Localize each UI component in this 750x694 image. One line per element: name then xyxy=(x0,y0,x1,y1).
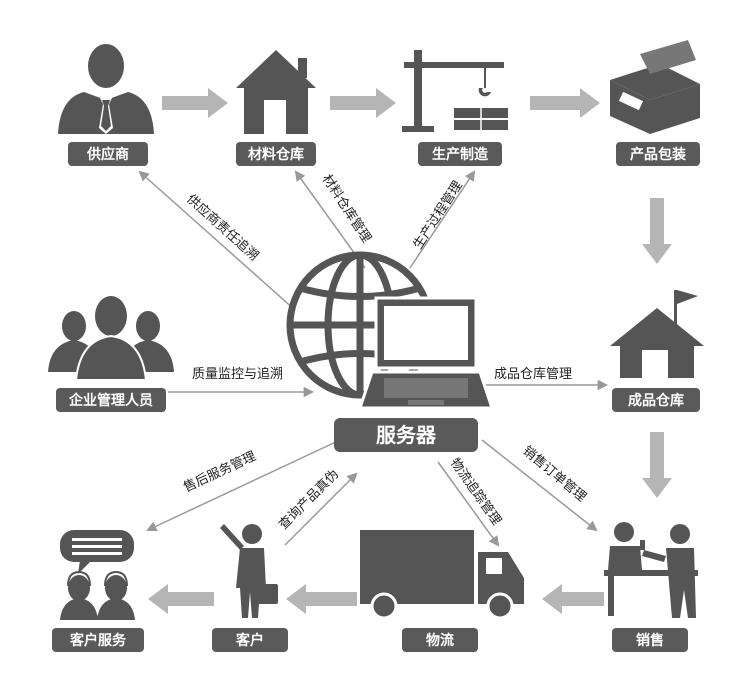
flow-arrow-material-to-production xyxy=(330,88,396,118)
flow-arrow-production-to-packaging xyxy=(530,88,600,118)
node-labels: 供应商 材料仓库 生产制造 产品包装 企业管理人员 服务器 成品仓库 客户服务 … xyxy=(52,142,700,652)
label-finished-warehouse: 成品仓库 xyxy=(628,392,684,409)
label-box-logistics xyxy=(402,628,478,652)
label-box-finished-warehouse xyxy=(612,388,700,412)
management-group-icon xyxy=(48,296,174,381)
production-crane-icon xyxy=(402,50,508,132)
connector-supplier xyxy=(138,170,296,311)
label-supplier: 供应商 xyxy=(86,146,129,163)
label-sales: 销售 xyxy=(636,632,664,649)
label-box-server xyxy=(334,418,478,452)
customer-service-icon xyxy=(60,530,135,620)
laptop-icon xyxy=(357,296,495,410)
label-logistics: 物流 xyxy=(426,632,454,649)
finished-warehouse-icon xyxy=(610,290,704,378)
label-customer-service: 客户服务 xyxy=(69,632,127,649)
material-warehouse-icon xyxy=(236,50,316,134)
sales-icon xyxy=(604,522,698,618)
connector-production xyxy=(409,170,476,269)
flow-arrow-supplier-to-material xyxy=(162,88,228,118)
label-material-warehouse: 材料仓库 xyxy=(248,146,304,163)
edge-label-production-mgmt: 生产过程管理 xyxy=(411,179,466,253)
label-customer: 客户 xyxy=(235,632,264,649)
label-box-customer-service xyxy=(52,628,144,652)
customer-icon xyxy=(220,524,278,618)
logistics-truck-icon xyxy=(360,530,524,620)
label-box-packaging xyxy=(616,142,700,166)
label-box-supplier xyxy=(68,142,148,166)
edge-label-logistics-track: 物流追踪管理 xyxy=(447,455,505,528)
packaging-box-icon xyxy=(610,40,700,134)
edge-label-quality: 质量监控与追溯 xyxy=(192,366,283,382)
flow-arrow-warehouse-to-sales xyxy=(642,432,672,498)
label-packaging: 产品包装 xyxy=(630,146,687,163)
connector-sales xyxy=(481,439,598,532)
edge-label-material-mgmt: 材料仓库管理 xyxy=(319,171,375,245)
edge-label-finished-mgmt: 成品仓库管理 xyxy=(494,366,572,382)
globe-icon xyxy=(286,251,434,399)
label-management: 企业管理人员 xyxy=(68,392,153,409)
label-server: 服务器 xyxy=(376,423,437,447)
edge-label-query: 查询产品真伪 xyxy=(276,467,342,533)
flow-arrow-packaging-to-warehouse xyxy=(642,198,672,264)
edge-label-supplier-trace: 供应商责任追溯 xyxy=(183,191,261,264)
label-box-material-warehouse xyxy=(236,142,316,166)
label-box-production xyxy=(418,142,502,166)
connectors xyxy=(138,170,609,547)
flow-arrow-sales-to-logistics xyxy=(542,584,604,614)
supplier-icon xyxy=(58,44,154,134)
flow-arrow-customer-to-service xyxy=(148,584,214,614)
edge-label-sales-order: 销售订单管理 xyxy=(519,443,589,505)
edge-label-after-sales: 售后服务管理 xyxy=(181,448,258,495)
label-box-management xyxy=(56,388,166,412)
flow-arrow-logistics-to-customer xyxy=(286,584,357,614)
connector-logistics xyxy=(437,461,500,547)
label-box-sales xyxy=(612,628,688,652)
label-box-customer xyxy=(212,628,288,652)
connector-query xyxy=(284,472,358,546)
flow-arrows xyxy=(148,88,672,614)
connector-after-sales xyxy=(146,439,341,532)
label-production: 生产制造 xyxy=(432,146,488,163)
